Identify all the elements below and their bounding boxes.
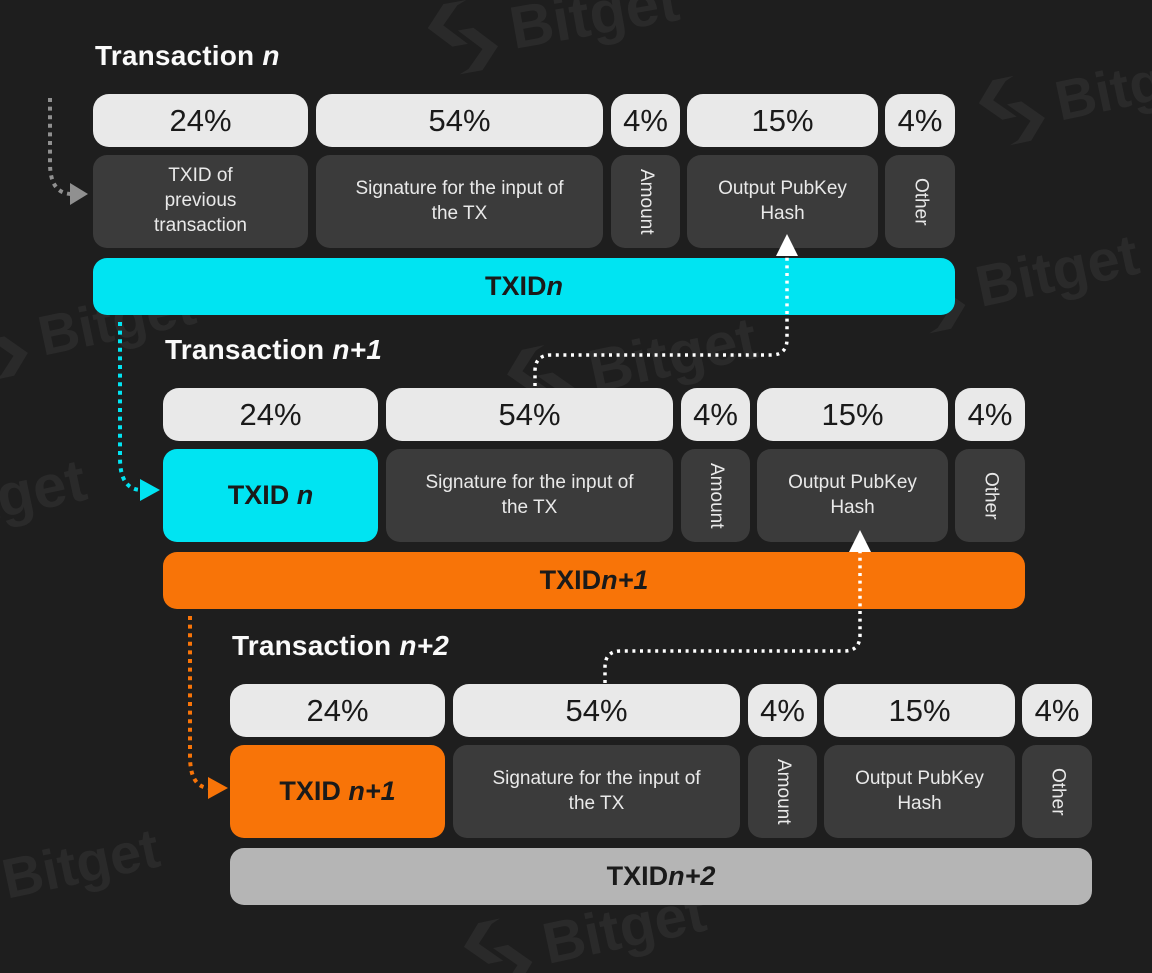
bitget-watermark: Bitget [970, 34, 1152, 152]
percent-box-amount: 4% [681, 388, 750, 441]
transaction-n2-title: Transaction n+2 [232, 630, 449, 661]
bitget-watermark-text: Bitget [970, 221, 1145, 320]
field-other: Other [1022, 745, 1092, 838]
bitget-logo-icon [463, 918, 533, 973]
field-signature: Signature for the input of the TX [386, 449, 673, 542]
bitget-watermark: Bitget [455, 875, 712, 973]
arrow-into-transaction-n [48, 98, 88, 205]
txid-n-bar: TXID n [93, 258, 955, 315]
bitget-logo-icon [978, 75, 1045, 146]
percent-box-pubkey: 15% [687, 94, 878, 147]
field-previous-txid: TXID of previous transaction [93, 155, 308, 248]
percent-box-amount: 4% [748, 684, 817, 737]
arrow-txid-n1-to-next-input [188, 616, 228, 799]
field-other: Other [885, 155, 955, 248]
field-signature: Signature for the input of the TX [316, 155, 603, 248]
bitget-watermark-text: Bitget [1049, 37, 1152, 132]
percent-box-pubkey: 15% [757, 388, 948, 441]
percent-box-amount: 4% [611, 94, 680, 147]
bitget-watermark: Bitget [419, 0, 684, 81]
percent-box-txid: 24% [93, 94, 308, 147]
field-output-pubkey-hash: Output PubKey Hash [824, 745, 1015, 838]
bitget-logo-icon [0, 336, 28, 381]
field-signature: Signature for the input of the TX [453, 745, 740, 838]
bitget-watermark-text: Bitget [0, 815, 165, 910]
transaction-n1-section: Transaction n+1 24% 54% 4% 15% 4% TXID n… [163, 334, 1025, 614]
field-amount: Amount [681, 449, 750, 542]
percent-box-other: 4% [955, 388, 1025, 441]
txid-n1-bar: TXID n+1 [163, 552, 1025, 609]
field-row: TXID n Signature for the input of the TX… [163, 449, 1025, 542]
field-row: TXID n+1 Signature for the input of the … [230, 745, 1092, 838]
percent-box-pubkey: 15% [824, 684, 1015, 737]
txid-n2-bar: TXID n+2 [230, 848, 1092, 905]
bitget-watermark: Bitget [0, 442, 93, 569]
percent-row: 24% 54% 4% 15% 4% [163, 388, 1025, 441]
percent-row: 24% 54% 4% 15% 4% [93, 94, 955, 147]
field-amount: Amount [748, 745, 817, 838]
percent-box-other: 4% [1022, 684, 1092, 737]
bitget-logo-icon [427, 0, 498, 75]
field-txid-n1: TXID n+1 [230, 745, 445, 838]
percent-row: 24% 54% 4% 15% 4% [230, 684, 1092, 737]
percent-box-signature: 54% [453, 684, 740, 737]
field-amount: Amount [611, 155, 680, 248]
transaction-n2-section: Transaction n+2 24% 54% 4% 15% 4% TXID n… [230, 630, 1092, 910]
percent-box-signature: 54% [386, 388, 673, 441]
bitget-watermark: Bitget [0, 812, 165, 930]
transaction-n-title: Transaction n [95, 40, 280, 71]
percent-box-txid: 24% [230, 684, 445, 737]
field-output-pubkey-hash: Output PubKey Hash [757, 449, 948, 542]
bitget-watermark: Bitget [0, 269, 201, 387]
field-txid-n: TXID n [163, 449, 378, 542]
percent-box-txid: 24% [163, 388, 378, 441]
field-row: TXID of previous transaction Signature f… [93, 155, 955, 248]
percent-box-other: 4% [885, 94, 955, 147]
field-output-pubkey-hash: Output PubKey Hash [687, 155, 878, 248]
bitget-watermark-text: Bitget [0, 446, 92, 548]
field-other: Other [955, 449, 1025, 542]
transaction-n1-title: Transaction n+1 [165, 334, 382, 365]
percent-box-signature: 54% [316, 94, 603, 147]
transaction-n-section: Transaction n 24% 54% 4% 15% 4% TXID of … [93, 40, 955, 320]
